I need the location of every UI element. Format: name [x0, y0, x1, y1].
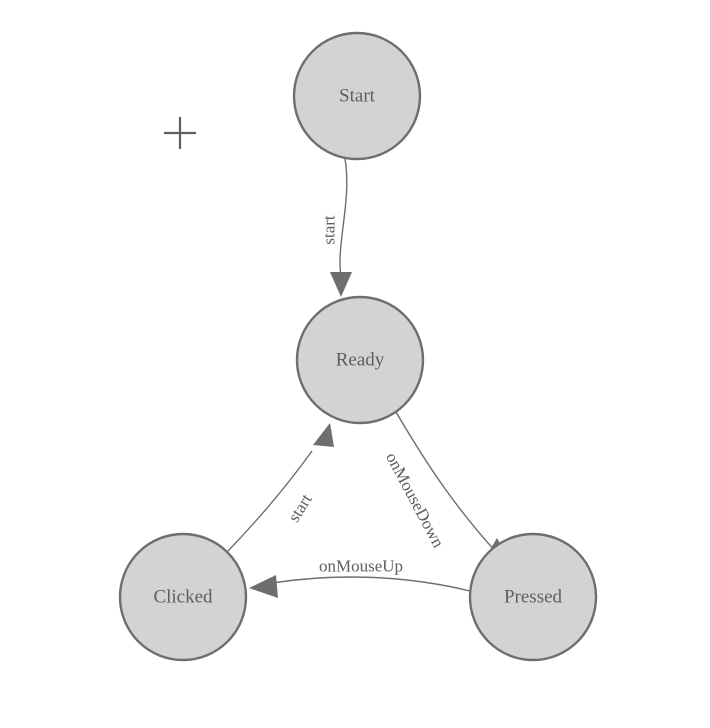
node-ready-label: Ready [336, 350, 385, 371]
node-pressed-circle[interactable] [468, 532, 598, 662]
edge-clicked-to-ready[interactable]: start [226, 423, 334, 553]
crosshair-icon [164, 117, 196, 149]
arrowhead-into-ready-top [330, 272, 352, 297]
arrowhead-into-clicked [249, 575, 278, 598]
edge-label-ready-to-pressed: onMouseDown [382, 449, 448, 551]
node-clicked-circle[interactable] [118, 532, 248, 662]
node-pressed-label: Pressed [504, 587, 563, 608]
edge-label-pressed-to-clicked: onMouseUp [319, 557, 403, 576]
edge-pressed-to-clicked-path [271, 576, 471, 592]
edge-start-to-ready-path [339, 158, 348, 277]
edge-start-to-ready[interactable]: start [320, 158, 353, 297]
edge-ready-to-pressed[interactable]: onMouseDown [382, 411, 512, 566]
edge-ready-to-pressed-path [395, 411, 497, 553]
edge-label-clicked-to-ready: start [284, 490, 316, 525]
edge-clicked-to-ready-path [226, 450, 313, 553]
node-start-circle[interactable] [292, 31, 422, 161]
node-start-label: Start [339, 86, 376, 107]
node-ready[interactable]: Ready [295, 295, 425, 425]
edge-pressed-to-clicked[interactable]: onMouseUp [249, 557, 471, 599]
node-start[interactable]: Start [292, 31, 422, 161]
node-clicked-label: Clicked [153, 587, 213, 608]
node-clicked[interactable]: Clicked [118, 532, 248, 662]
arrowhead-into-ready-lower-left [313, 423, 334, 447]
node-pressed[interactable]: Pressed [468, 532, 598, 662]
node-ready-circle[interactable] [295, 295, 425, 425]
edge-label-start-to-ready: start [320, 215, 339, 245]
